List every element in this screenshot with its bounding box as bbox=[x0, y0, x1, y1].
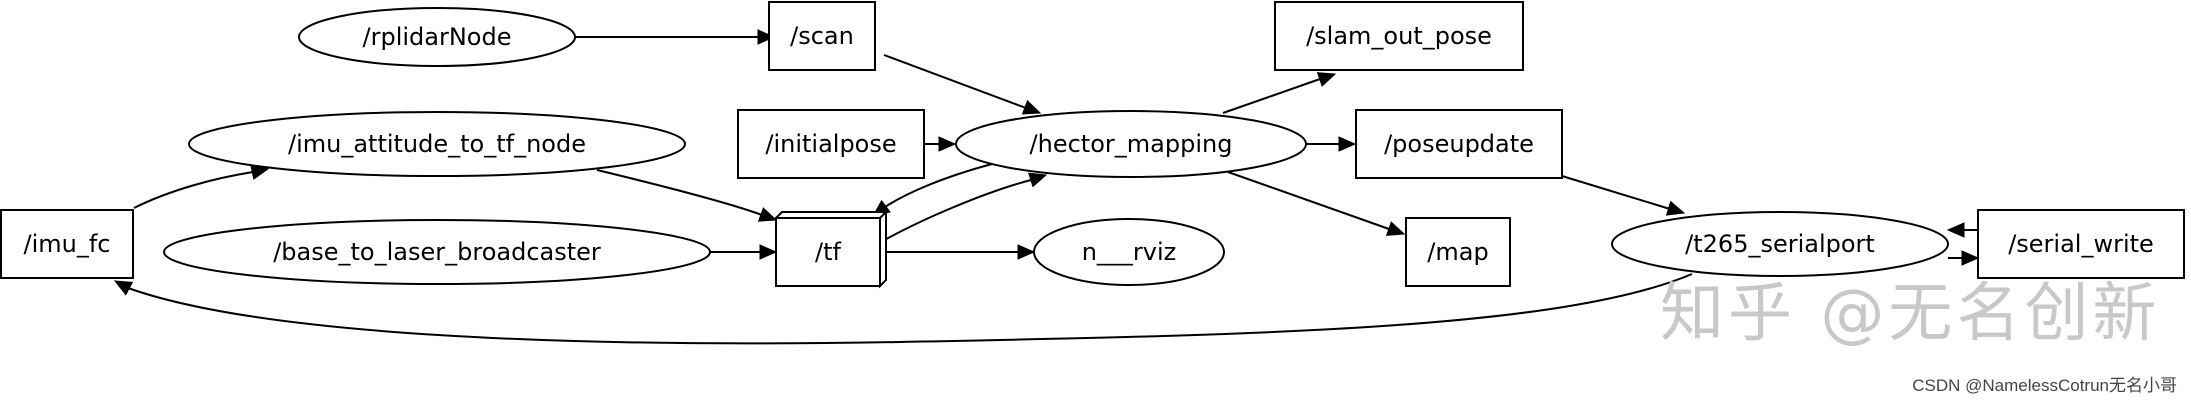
arrowhead bbox=[1017, 244, 1036, 260]
arrowhead bbox=[1316, 72, 1337, 87]
node-box bbox=[1977, 209, 2185, 279]
edge-initialpose-to-hector_mapping bbox=[924, 136, 957, 152]
edge-hector_mapping-to-slam_out_pose bbox=[1222, 72, 1337, 114]
node-rviz[interactable]: n___rviz bbox=[1033, 218, 1225, 286]
node-rplidarNode[interactable]: /rplidarNode bbox=[298, 7, 576, 67]
edge-line bbox=[133, 171, 254, 209]
edges-layer bbox=[113, 29, 1980, 345]
node-label: /t265_serialport bbox=[1685, 230, 1875, 258]
node-label: n___rviz bbox=[1082, 238, 1177, 266]
node-label: /map bbox=[1427, 238, 1488, 266]
edge-hector_mapping-to-map bbox=[1227, 171, 1406, 236]
arrowhead bbox=[757, 29, 776, 45]
edge-line bbox=[1222, 78, 1321, 114]
node-imu_attitude[interactable]: /imu_attitude_to_tf_node bbox=[188, 111, 686, 177]
node-poseupdate[interactable]: /poseupdate bbox=[1355, 109, 1563, 179]
node-initialpose[interactable]: /initialpose bbox=[737, 109, 925, 179]
node-imu_fc[interactable]: /imu_fc bbox=[0, 209, 134, 279]
node-ellipse bbox=[163, 219, 711, 285]
arrowhead bbox=[113, 280, 134, 296]
edge-poseupdate-to-t265 bbox=[1561, 175, 1686, 216]
node-tf[interactable]: /tf bbox=[773, 211, 887, 289]
edge-scan-to-hector_mapping bbox=[883, 54, 1042, 115]
edge-imu_fc-to-imu_attitude bbox=[133, 164, 270, 209]
node-t265[interactable]: /t265_serialport bbox=[1611, 211, 1949, 277]
edge-serial_write-to-t265 bbox=[1946, 222, 1978, 238]
node-box bbox=[737, 109, 925, 179]
node-label: /base_to_laser_broadcaster bbox=[273, 238, 601, 266]
edge-tf-to-rviz bbox=[880, 244, 1036, 260]
node-hector_mapping[interactable]: /hector_mapping bbox=[955, 110, 1307, 178]
edge-base_to_laser-to-tf bbox=[710, 244, 778, 260]
node-slam_out_pose[interactable]: /slam_out_pose bbox=[1274, 1, 1524, 71]
edge-line bbox=[880, 179, 1032, 243]
credit-text: CSDN @NamelessCotrun无名小哥 bbox=[1912, 376, 2177, 395]
node-label: /imu_attitude_to_tf_node bbox=[288, 130, 586, 158]
node-box bbox=[775, 217, 881, 287]
node-ellipse bbox=[955, 110, 1307, 178]
node-label: /scan bbox=[790, 22, 854, 50]
arrowhead bbox=[1021, 99, 1042, 115]
arrowhead bbox=[1385, 221, 1406, 236]
edge-t265-to-imu_fc bbox=[113, 273, 1693, 345]
arrowhead bbox=[1027, 172, 1048, 188]
node-label: /rplidarNode bbox=[363, 23, 512, 51]
node-label: /poseupdate bbox=[1384, 130, 1534, 158]
node-ellipse bbox=[188, 111, 686, 177]
edge-tf-to-hector_mapping bbox=[880, 172, 1048, 243]
edge-hector_mapping-to-poseupdate bbox=[1306, 136, 1357, 152]
edge-line bbox=[884, 163, 993, 208]
node-box bbox=[1274, 1, 1524, 71]
edge-line bbox=[1227, 171, 1390, 230]
edge-line bbox=[1561, 175, 1671, 210]
node-label: /tf bbox=[815, 238, 841, 266]
nodes-layer: /rplidarNode/scan/slam_out_pose/imu_atti… bbox=[0, 1, 2185, 289]
node-label: /initialpose bbox=[765, 130, 896, 158]
arrowhead bbox=[938, 136, 957, 152]
edge-imu_attitude-to-tf bbox=[596, 169, 778, 222]
arrowhead bbox=[1961, 250, 1980, 266]
node-box bbox=[768, 1, 876, 71]
node-map[interactable]: /map bbox=[1405, 217, 1511, 287]
node-ellipse bbox=[1033, 218, 1225, 286]
edge-line bbox=[127, 273, 1693, 345]
node-ellipse bbox=[1611, 211, 1949, 277]
node-box bbox=[1355, 109, 1563, 179]
arrowhead bbox=[1665, 200, 1686, 216]
node-label: /slam_out_pose bbox=[1306, 22, 1492, 50]
node-scan[interactable]: /scan bbox=[768, 1, 876, 71]
edge-line bbox=[596, 169, 763, 216]
node-serial_write[interactable]: /serial_write bbox=[1977, 209, 2185, 279]
edge-t265-to-serial_write bbox=[1948, 250, 1980, 266]
watermark: 知乎 @无名创新 bbox=[1660, 277, 2161, 351]
node-box bbox=[0, 209, 134, 279]
edge-rplidarNode-to-scan bbox=[575, 29, 776, 45]
node-label: /hector_mapping bbox=[1030, 130, 1233, 158]
node-base_to_laser[interactable]: /base_to_laser_broadcaster bbox=[163, 219, 711, 285]
arrowhead bbox=[759, 244, 778, 260]
node-label: /imu_fc bbox=[24, 230, 111, 258]
arrowhead bbox=[757, 207, 778, 222]
node-ellipse bbox=[298, 7, 576, 67]
node-label: /serial_write bbox=[2008, 230, 2154, 258]
edge-line bbox=[883, 54, 1027, 109]
node-box bbox=[1405, 217, 1511, 287]
arrowhead bbox=[1338, 136, 1357, 152]
arrowhead bbox=[1946, 222, 1965, 238]
